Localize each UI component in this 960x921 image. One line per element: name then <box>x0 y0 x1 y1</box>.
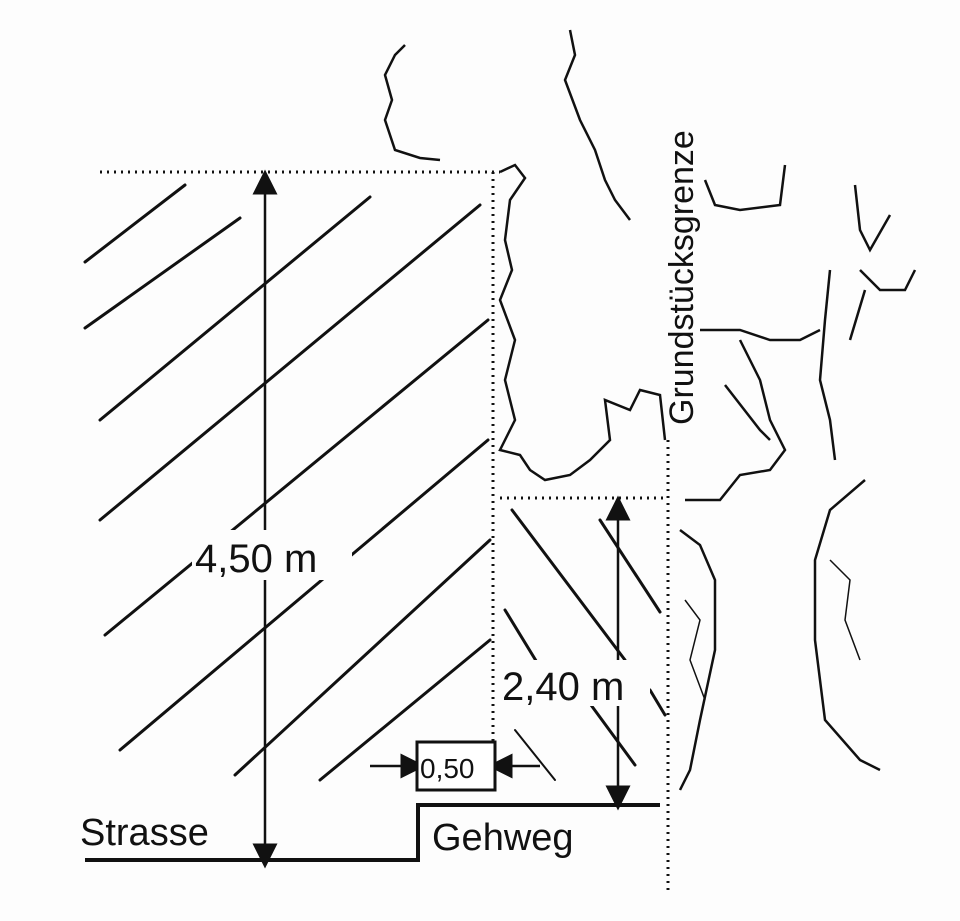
hatching-street-area <box>83 183 492 782</box>
clearance-boundary <box>100 170 665 790</box>
label-street: Strasse <box>80 812 209 854</box>
label-height-main: 4,50 m <box>195 537 317 581</box>
tree-canopy <box>383 29 917 791</box>
offset-box <box>415 740 497 792</box>
label-sidewalk: Gehweg <box>432 817 574 859</box>
label-property-line: Grundstücksgrenze <box>663 130 701 425</box>
label-height-sidewalk: 2,40 m <box>502 665 624 709</box>
ground-line <box>85 803 660 862</box>
label-offset: 0,50 <box>420 753 475 784</box>
hatching-sidewalk-area <box>503 508 667 781</box>
